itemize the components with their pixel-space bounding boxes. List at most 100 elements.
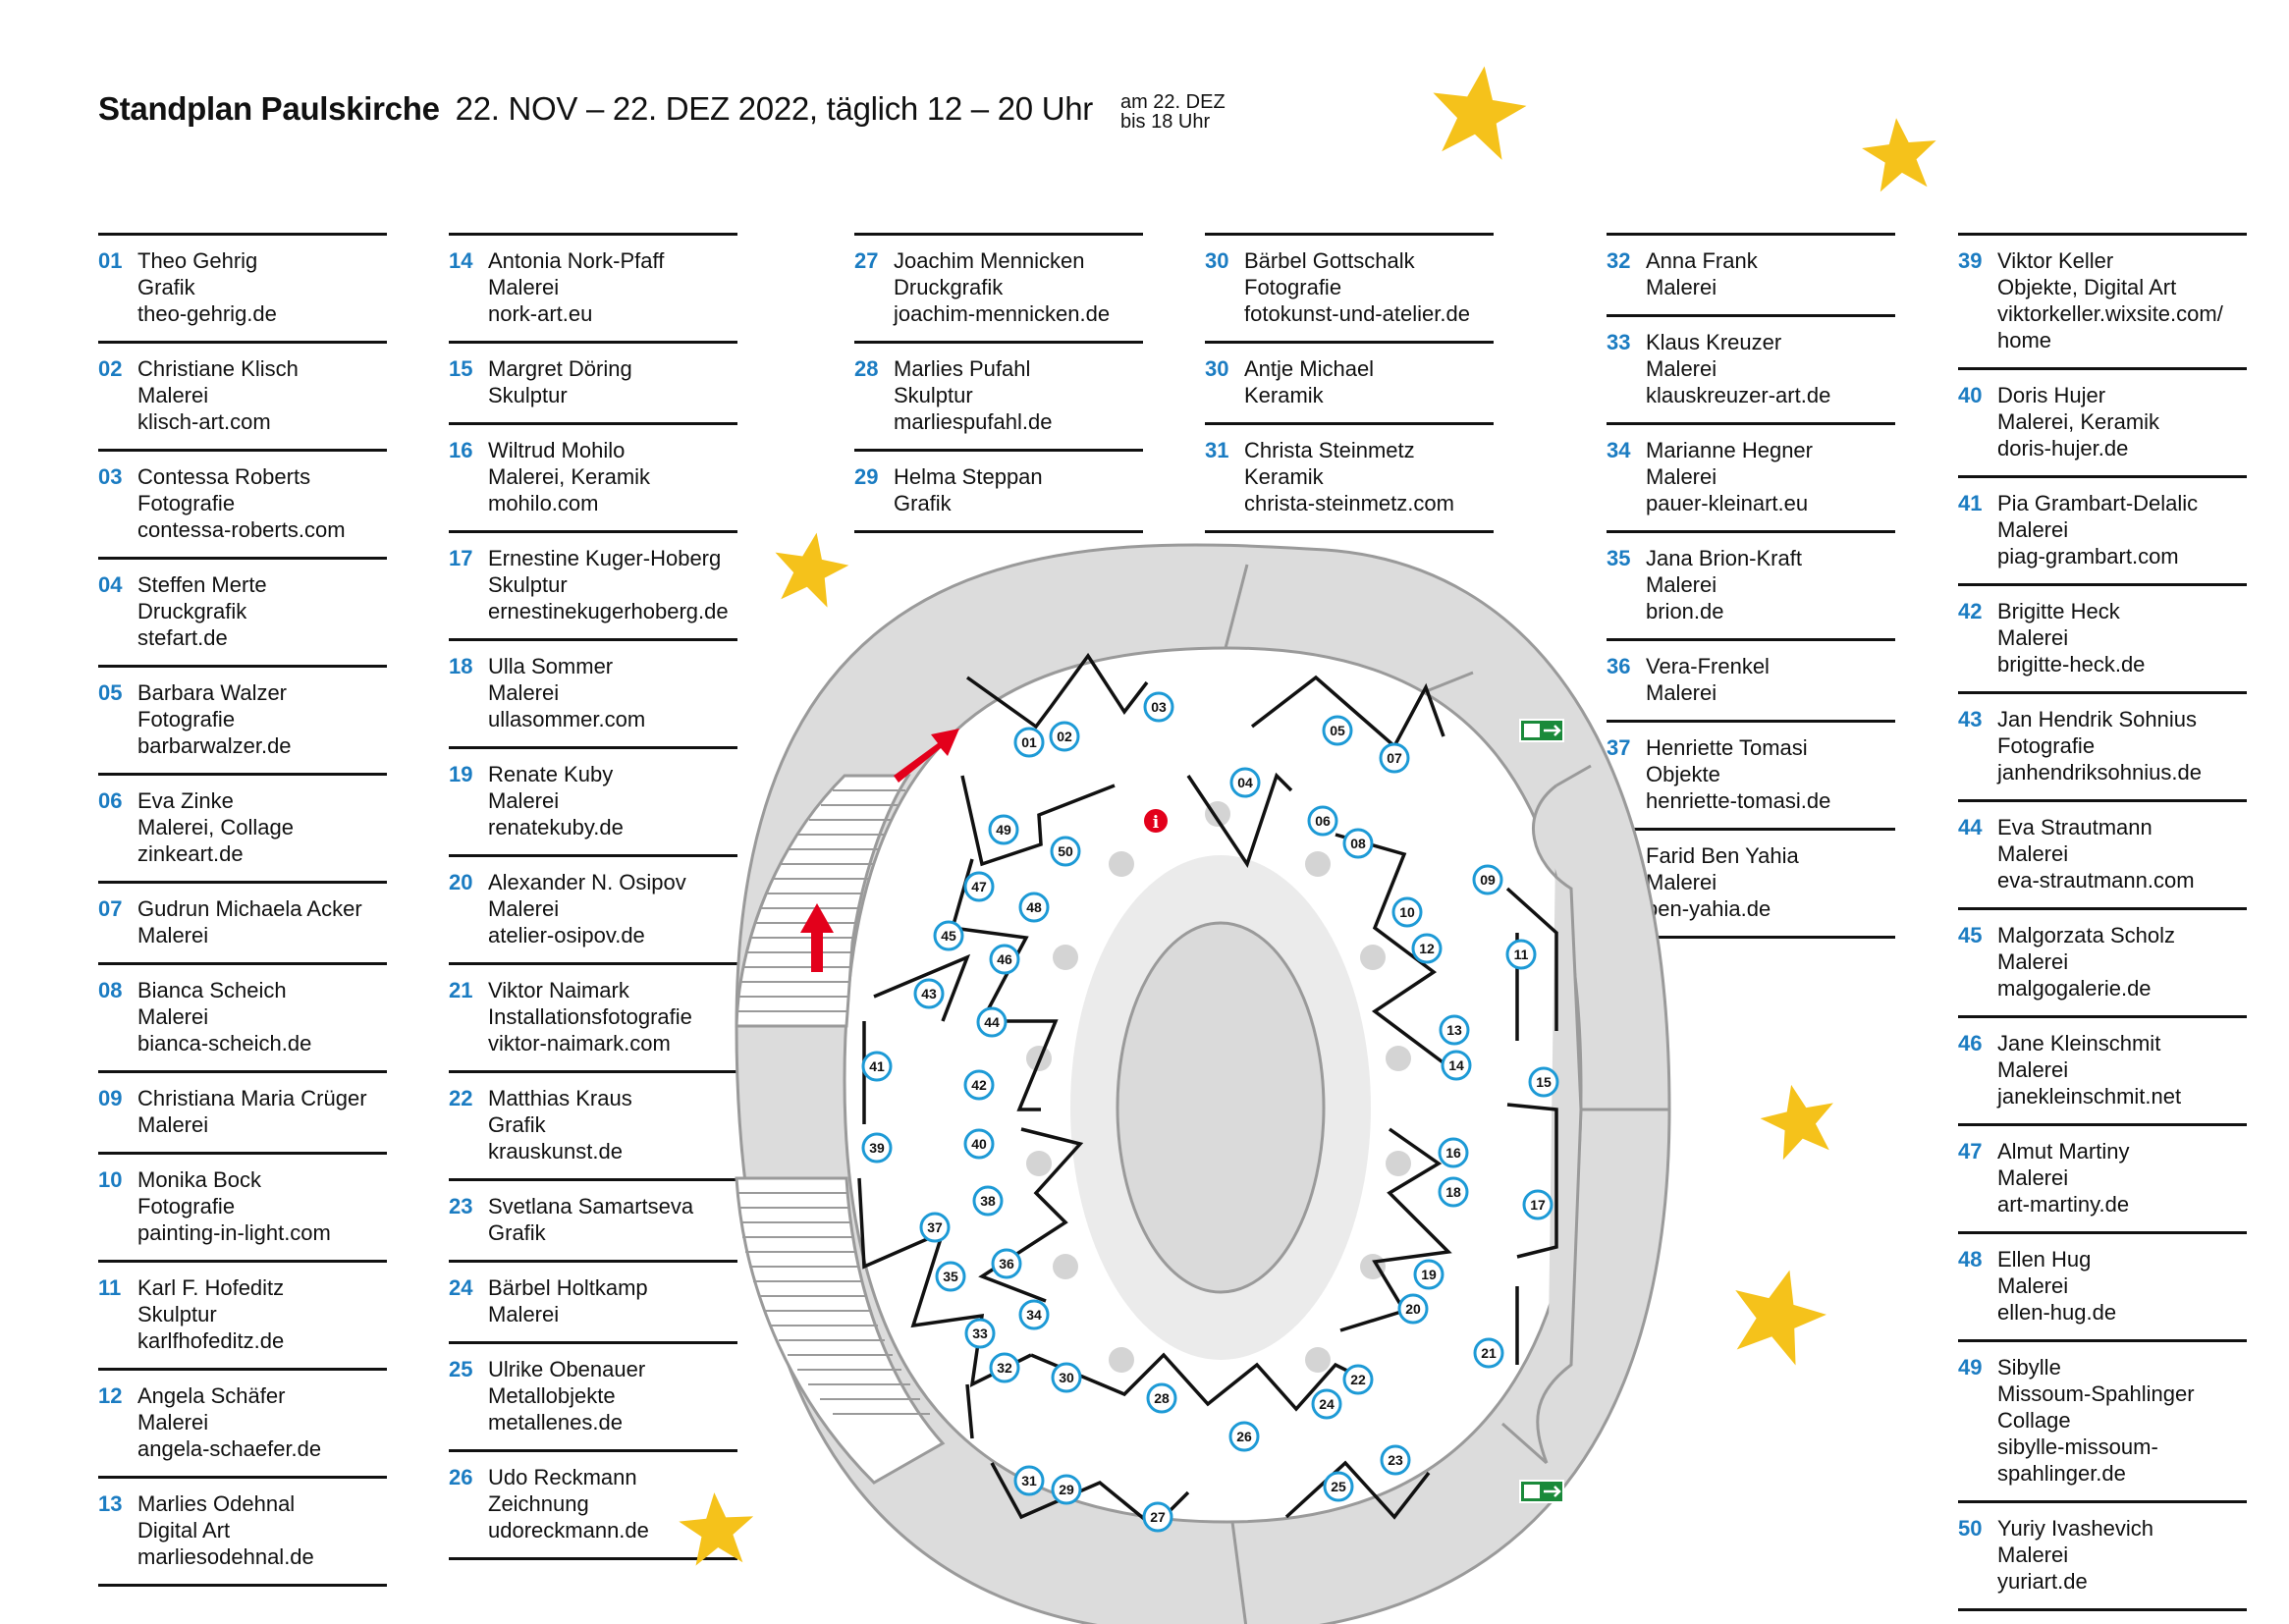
artist-website-link[interactable]: christa-steinmetz.com [1244,491,1454,515]
artist-detail: Malerei [1997,841,2069,866]
artist-website-link[interactable]: contessa-roberts.com [137,517,346,542]
artist-name: Sibylle [1997,1355,2061,1380]
artist-website-link[interactable]: viktor-naimark.com [488,1031,671,1056]
stand-marker-09: 09 [1472,864,1503,895]
stand-marker-44: 44 [976,1006,1008,1038]
stand-marker-08: 08 [1342,828,1374,859]
artist-detail: Druckgrafik [894,275,1004,299]
artist-detail: Malerei [1646,356,1717,381]
artist-website-link[interactable]: metallenes.de [488,1410,623,1435]
artist-website-link[interactable]: brion.de [1646,599,1724,623]
stand-marker-30: 30 [1051,1362,1082,1393]
artist-website-link[interactable]: barbarwalzer.de [137,733,292,758]
artist-website-link[interactable]: marliesodehnal.de [137,1544,314,1569]
stand-marker-33: 33 [964,1318,996,1349]
stand-number: 23 [449,1194,473,1218]
artist-website-link[interactable]: ullasommer.com [488,707,646,731]
artist-name: Viktor Keller [1997,248,2114,273]
artist-website-link[interactable]: doris-hujer.de [1997,436,2129,460]
stand-marker-label: 37 [927,1219,943,1235]
artist-name: Yuriy Ivashevich [1997,1516,2153,1541]
artist-website-link[interactable]: udoreckmann.de [488,1518,649,1543]
artist-website-link[interactable]: painting-in-light.com [137,1220,331,1245]
artist-detail: Grafik [137,275,195,299]
artist-website-link[interactable]: sibylle-missoum- [1997,1435,2158,1459]
stand-marker-label: 12 [1419,941,1435,956]
stand-number: 24 [449,1275,473,1300]
artist-website-link[interactable]: ben-yahia.de [1646,896,1771,921]
stand-marker-label: 32 [997,1360,1012,1376]
artist-website-link[interactable]: viktorkeller.wixsite.com/ [1997,301,2223,326]
artist-name: Bianca Scheich [137,978,287,1002]
artist-website-link[interactable]: klauskreuzer-art.de [1646,383,1831,407]
star-icon [679,1492,754,1566]
artist-website-link[interactable]: renatekuby.de [488,815,624,839]
artist-name: Doris Hujer [1997,383,2106,407]
artist-website-link[interactable]: stefart.de [137,625,228,650]
stand-number: 39 [1958,248,1983,273]
artist-website-link[interactable]: klisch-art.com [137,409,271,434]
stand-marker-05: 05 [1322,715,1353,746]
artist-website-link[interactable]: yuriart.de [1997,1569,2088,1594]
arrow-up-right-icon [894,729,959,783]
artist-website-link[interactable]: marliespufahl.de [894,409,1053,434]
artist-website-link[interactable]: brigitte-heck.de [1997,652,2146,677]
stand-marker-23: 23 [1380,1444,1411,1476]
stand-marker-label: 03 [1151,699,1167,715]
stand-marker-label: 13 [1446,1022,1462,1038]
artist-name: Farid Ben Yahia [1646,843,1799,868]
artist-website-link[interactable]: atelier-osipov.de [488,923,645,947]
artist-detail: Malerei [1997,949,2069,974]
artist-website-link[interactable]: ernestinekugerhoberg.de [488,599,729,623]
artist-detail: Keramik [1244,383,1324,407]
artist-website-link[interactable]: theo-gehrig.de [137,301,277,326]
artist-name: Klaus Kreuzer [1646,330,1782,354]
stand-number: 36 [1607,654,1631,678]
stand-marker-label: 19 [1421,1267,1437,1282]
artist-name: Marlies Pufahl [894,356,1031,381]
artist-website-link[interactable]: krauskunst.de [488,1139,623,1164]
stand-marker-label: 42 [971,1077,987,1093]
artist-website-link[interactable]: eva-strautmann.com [1997,868,2195,893]
artist-website-link[interactable]: malgogalerie.de [1997,976,2152,1001]
stand-number: 20 [449,870,473,894]
stand-marker-label: 10 [1399,904,1415,920]
artist-website-link[interactable]: ellen-hug.de [1997,1300,2117,1325]
artist-website-link[interactable]: angela-schaefer.de [137,1436,322,1461]
stand-number: 46 [1958,1031,1983,1056]
stand-number: 40 [1958,383,1983,407]
artist-detail: Skulptur [488,383,568,407]
artist-name: Svetlana Samartseva [488,1194,694,1218]
stand-marker-label: 08 [1350,836,1366,851]
artist-name: Barbara Walzer [137,680,288,705]
artist-name: Gudrun Michaela Acker [137,896,362,921]
emergency-exit-icon-lower [1519,1480,1564,1503]
artist-website-link[interactable]: pauer-kleinart.eu [1646,491,1809,515]
artist-website-link[interactable]: nork-art.eu [488,301,593,326]
artist-website-link[interactable]: janhendriksohnius.de [1997,760,2202,785]
stand-marker-26: 26 [1228,1421,1260,1452]
artist-website-link[interactable]: bianca-scheich.de [137,1031,312,1056]
artist-website-link[interactable]: henriette-tomasi.de [1646,788,1831,813]
artist-website-link[interactable]: art-martiny.de [1997,1192,2130,1217]
artist-website-link[interactable]: karlfhofeditz.de [137,1328,285,1353]
artist-website-link[interactable]: janekleinschmit.net [1997,1084,2182,1109]
artist-website-link[interactable]: mohilo.com [488,491,599,515]
artist-website-link[interactable]: piag-grambart.com [1997,544,2179,568]
artist-website-link[interactable]: joachim-mennicken.de [894,301,1111,326]
artist-website-link[interactable]: fotokunst-und-atelier.de [1244,301,1470,326]
stand-marker-39: 39 [861,1132,893,1164]
artist-website-link[interactable]: zinkeart.de [137,841,244,866]
artist-website-link[interactable]: spahlinger.de [1997,1461,2126,1486]
artist-name: Ulla Sommer [488,654,614,678]
artist-website-link[interactable]: home [1997,328,2052,352]
